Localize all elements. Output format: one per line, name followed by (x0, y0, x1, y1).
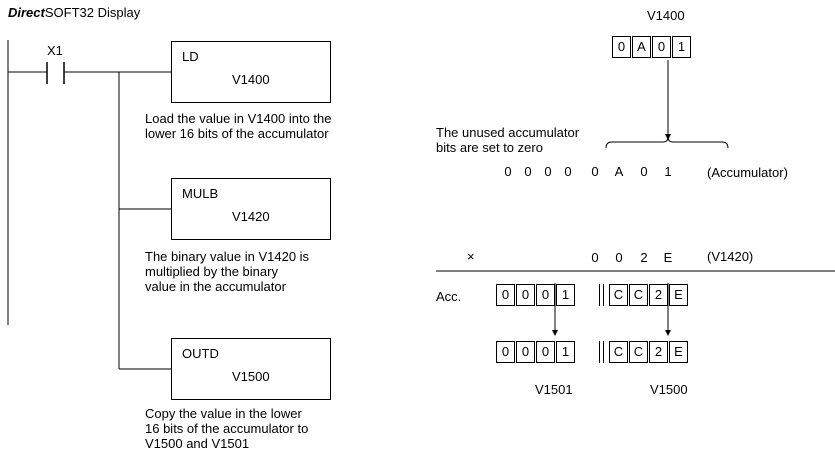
outd-mnemonic: OUTD (182, 346, 219, 361)
output-cell-high: 1 (556, 341, 575, 363)
result-separator (603, 284, 604, 306)
accumulator-digit: 0 (544, 164, 552, 179)
result-cell-low: C (609, 284, 628, 306)
mulb-description-line-1: The binary value in V1420 is (145, 249, 310, 264)
ld-mnemonic: LD (182, 49, 199, 64)
output-cell-low: 2 (649, 341, 668, 363)
accumulator-label: (Accumulator) (707, 165, 788, 180)
contact-label: X1 (47, 43, 63, 58)
outd-description-line-2: 16 bits of the accumulator to (145, 421, 309, 436)
unused-bits-note-line-2: bits are set to zero (436, 140, 543, 155)
result-cell-low: C (629, 284, 648, 306)
mulb-instruction-box[interactable]: MULB V1420 (171, 178, 331, 240)
source-cell: A (632, 36, 651, 58)
mulb-description-line-3: value in the accumulator (145, 279, 286, 294)
title-brand-rest: SOFT32 Display (44, 5, 141, 20)
output-separator (603, 341, 604, 363)
accumulator-digit: 0 (504, 164, 512, 179)
multiplier-digit: E (663, 250, 673, 265)
ld-description-line-2: lower 16 bits of the accumulator (145, 126, 329, 141)
result-cell-high: 0 (516, 284, 535, 306)
source-cell: 0 (652, 36, 671, 58)
accumulator-digit: 0 (640, 164, 648, 179)
accumulator-digit: 1 (664, 164, 672, 179)
result-cell-high: 0 (496, 284, 515, 306)
output-separator (599, 341, 600, 363)
multiplier-label: (V1420) (707, 249, 754, 264)
source-register-label: V1400 (647, 8, 685, 23)
multiplier-digit: 0 (615, 250, 623, 265)
ld-operand: V1400 (232, 72, 270, 87)
mulb-mnemonic: MULB (182, 186, 219, 201)
output-cell-low: C (629, 341, 648, 363)
result-cell-high: 0 (536, 284, 555, 306)
source-cell: 0 (612, 36, 631, 58)
outd-instruction-box[interactable]: OUTD V1500 (171, 338, 331, 400)
outd-operand: V1500 (232, 369, 270, 384)
accumulator-digit: 0 (564, 164, 572, 179)
title-brand-italic: Direct (8, 5, 45, 20)
outd-description-line-3: V1500 and V1501 (145, 436, 250, 451)
output-cell-high: 0 (496, 341, 515, 363)
diagram-title: DirectSOFT32 Display (8, 6, 140, 20)
accumulator-digit: 0 (591, 164, 599, 179)
outd-description-line-1: Copy the value in the lower (145, 406, 302, 421)
multiply-symbol: × (467, 249, 475, 264)
multiplier-digit: 2 (640, 250, 648, 265)
output-cell-low: C (609, 341, 628, 363)
mulb-operand: V1420 (232, 209, 270, 224)
source-cell: 1 (672, 36, 691, 58)
output-high-label: V1501 (535, 382, 573, 397)
accumulator-digit: 0 (524, 164, 532, 179)
result-cell-low: 2 (649, 284, 668, 306)
output-low-label: V1500 (650, 382, 688, 397)
multiplier-digit: 0 (591, 250, 599, 265)
result-label: Acc. (436, 289, 462, 304)
result-cell-high: 1 (556, 284, 575, 306)
output-cell-high: 0 (516, 341, 535, 363)
output-cell-high: 0 (536, 341, 555, 363)
ld-instruction-box[interactable]: LD V1400 (171, 41, 331, 103)
result-cell-low: E (669, 284, 688, 306)
result-separator (599, 284, 600, 306)
mulb-description-line-2: multiplied by the binary (145, 264, 278, 279)
ld-description-line-1: Load the value in V1400 into the (145, 111, 332, 126)
unused-bits-note-line-1: The unused accumulator (436, 125, 580, 140)
accumulator-digit: A (614, 164, 624, 179)
output-cell-low: E (669, 341, 688, 363)
